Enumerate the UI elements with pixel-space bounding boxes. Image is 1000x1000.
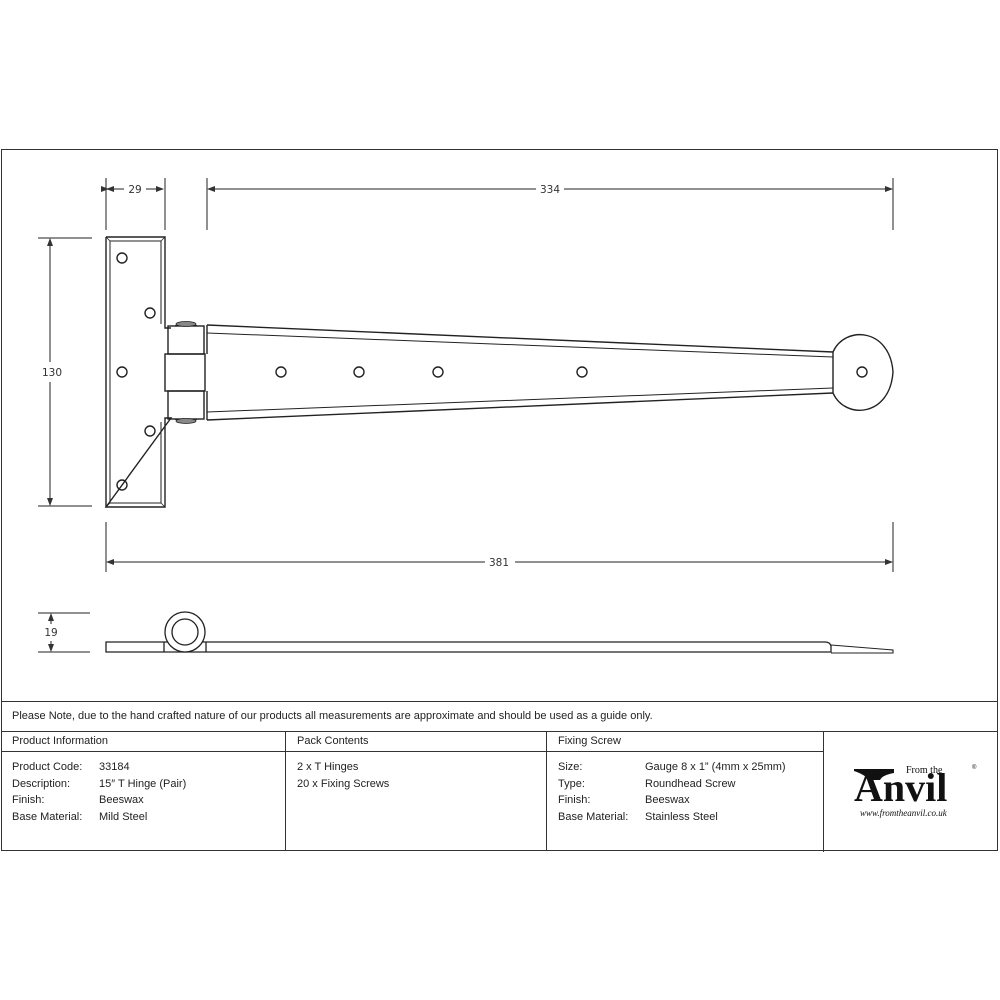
finish-row: Finish: Beeswax (558, 792, 823, 809)
note-text: Please Note, due to the hand crafted nat… (12, 710, 653, 722)
pack-item: 20 x Fixing Screws (297, 777, 390, 790)
row-label: Finish: (558, 794, 591, 806)
row-label: Product Code: (12, 761, 83, 773)
pack-contents-section: Pack Contents 2 x T Hinges 20 x Fixing S… (285, 732, 546, 851)
base-material-row: Base Material: Mild Steel (12, 809, 285, 826)
row-value: Roundhead Screw (645, 777, 736, 790)
type-row: Type: Roundhead Screw (558, 776, 823, 793)
row-value: 15″ T Hinge (Pair) (99, 777, 187, 790)
size-row: Size: Gauge 8 x 1” (4mm x 25mm) (558, 759, 823, 776)
row-label: Base Material: (12, 810, 83, 823)
row-label: Description: (12, 777, 71, 790)
anvil-icon (854, 769, 894, 780)
pack-contents-heading: Pack Contents (286, 732, 546, 752)
dim-381-label: 381 (489, 557, 509, 569)
hinge-technical-drawing: 29 334 130 381 19 (38, 178, 894, 654)
row-label: Base Material: (558, 810, 629, 823)
product-info-table: Product Information Product Code: 33184 … (1, 731, 998, 852)
hinge-front-view (104, 236, 894, 508)
finish-row: Finish: Beeswax (12, 792, 285, 809)
hinge-side-view (105, 611, 894, 654)
row-value: Gauge 8 x 1” (4mm x 25mm) (645, 761, 786, 773)
row-value: Beeswax (99, 794, 144, 806)
logo-url: www.fromtheanvil.co.uk (860, 808, 947, 818)
base-material-row: Base Material: Stainless Steel (558, 809, 823, 826)
dim-334-label: 334 (540, 184, 560, 196)
row-label: Size: (558, 761, 583, 773)
row-value: 33184 (99, 761, 130, 773)
product-information-heading: Product Information (1, 732, 285, 752)
row-value: Beeswax (645, 794, 690, 806)
logo-from-the: From the (906, 765, 943, 776)
registered-mark: ® (972, 765, 977, 771)
from-the-anvil-logo: Anvil From the ® www.fromtheanvil.co.uk (823, 732, 998, 852)
fixing-screw-heading: Fixing Screw (547, 732, 823, 752)
row-value: Stainless Steel (645, 810, 718, 823)
dim-19-label: 19 (44, 627, 57, 639)
product-code-row: Product Code: 33184 (12, 759, 285, 776)
dim-29-label: 29 (128, 184, 141, 196)
row-label: Type: (558, 777, 585, 790)
pack-item: 2 x T Hinges (297, 761, 359, 773)
product-information-section: Product Information Product Code: 33184 … (1, 732, 285, 851)
measurement-note: Please Note, due to the hand crafted nat… (1, 701, 998, 732)
row-label: Finish: (12, 794, 45, 806)
drawing-frame (1, 149, 998, 851)
logo-brand: Anvil (854, 765, 948, 810)
description-row: Description: 15″ T Hinge (Pair) (12, 776, 285, 793)
dim-130-label: 130 (42, 367, 62, 379)
fixing-screw-section: Fixing Screw Size: Gauge 8 x 1” (4mm x 2… (546, 732, 823, 851)
row-value: Mild Steel (99, 810, 148, 823)
